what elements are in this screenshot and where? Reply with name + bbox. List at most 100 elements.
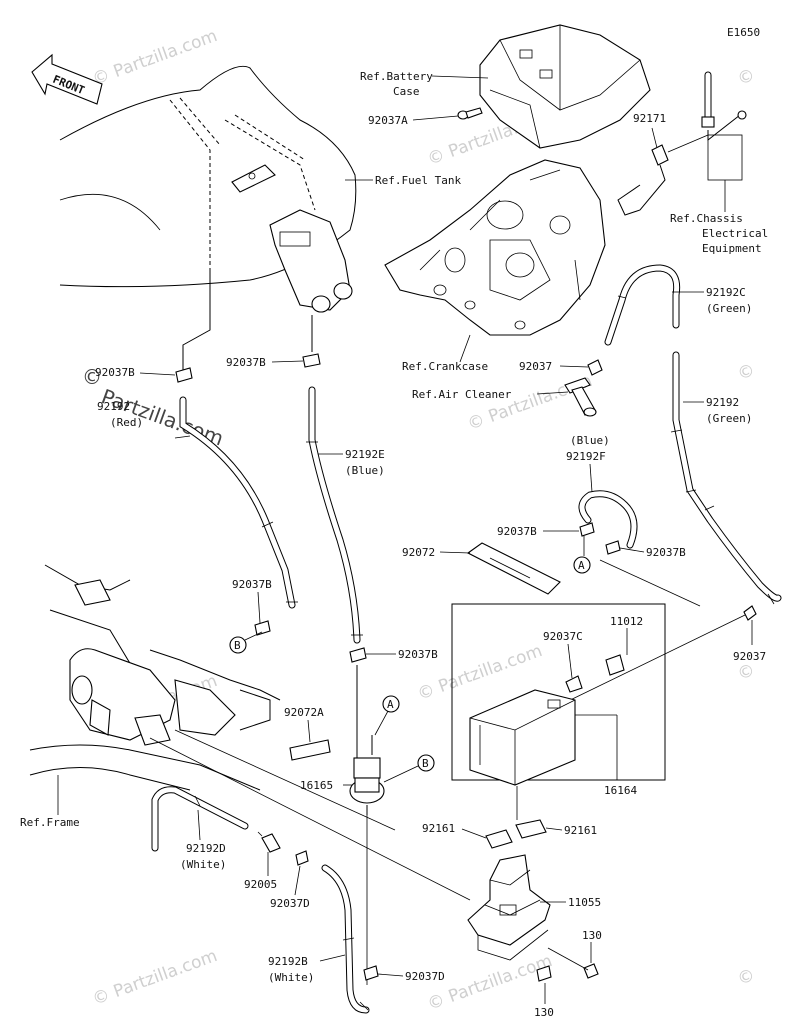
strap-92072 <box>466 542 561 595</box>
part-92192d-label: 92192D <box>186 842 226 855</box>
hose-92192c-green <box>604 264 681 346</box>
callout-b-circle-2 <box>417 754 435 772</box>
hose-92192f-blue <box>578 490 638 549</box>
hose-color-blue-label-f: (Blue) <box>570 434 610 447</box>
part-92037a-label: 92037A <box>368 114 408 127</box>
hose-92192b-white <box>321 864 370 1014</box>
clamp-92037b-center <box>349 647 367 663</box>
part-92037d-2-label: 92037D <box>405 970 445 983</box>
part-92037b-center-label: 92037B <box>398 648 438 661</box>
fitting-92005 <box>257 831 281 853</box>
part-92037b-f1-label: 92037B <box>497 525 537 538</box>
ref-frame-label: Ref.Frame <box>20 816 80 829</box>
callout-a-circle <box>573 556 591 574</box>
part-11012-label: 11012 <box>610 615 643 628</box>
part-92192f-label: 92192F <box>566 450 606 463</box>
watermark: © <box>735 65 758 90</box>
part-92072-label: 92072 <box>402 546 435 559</box>
part-92192-red-label: 92192 <box>97 400 130 413</box>
pad-92161-right <box>515 819 547 839</box>
clamp-92037c <box>565 675 583 693</box>
clamp-92037d-2 <box>363 965 379 981</box>
part-92037b-mid-label: 92037B <box>226 356 266 369</box>
watermark: © <box>735 660 758 685</box>
clamp-92037-right <box>743 605 757 621</box>
watermark: © Partzilla.com <box>90 26 220 90</box>
clamp-92037b-f1 <box>579 522 595 537</box>
watermark: © Partzilla.com <box>465 371 595 435</box>
part-11055-label: 11055 <box>568 896 601 909</box>
hose-color-green-label: (Green) <box>706 302 752 315</box>
clamp-92037d-1 <box>295 850 309 866</box>
hose-92192-red <box>174 270 298 609</box>
part-92171-label: 92171 <box>633 112 666 125</box>
ref-crankcase-label: Ref.Crankcase <box>402 360 488 373</box>
part-92161-right-label: 92161 <box>564 824 597 837</box>
bolt-130-bottom <box>536 965 552 982</box>
bracket-11055 <box>467 854 551 961</box>
strap-92072a <box>289 739 331 761</box>
part-92037b-left-label: 92037B <box>95 366 135 379</box>
hose-color-green-label-2: (Green) <box>706 412 752 425</box>
part-92037d-1-label: 92037D <box>270 897 310 910</box>
part-92037-right-label: 92037 <box>733 650 766 663</box>
part-92037-crank-label: 92037 <box>519 360 552 373</box>
hose-color-white-label-b: (White) <box>268 971 314 984</box>
part-16165-label: 16165 <box>300 779 333 792</box>
ref-chassis-label: Ref.Chassis <box>670 212 743 225</box>
canister-16164 <box>451 603 666 786</box>
ref-battery-case-label-2: Case <box>393 85 420 98</box>
hose-color-red-label: (Red) <box>110 416 143 429</box>
bracket-92171 <box>617 144 669 216</box>
watermark: © <box>735 360 758 385</box>
part-92192e-label: 92192E <box>345 448 385 461</box>
hose-color-blue-label: (Blue) <box>345 464 385 477</box>
callout-a-circle-2 <box>382 695 400 713</box>
part-92192b-label: 92192B <box>268 955 308 968</box>
part-92005-label: 92005 <box>244 878 277 891</box>
part-92037b-low-label: 92037B <box>232 578 272 591</box>
air-cleaner-fitting <box>564 377 597 417</box>
watermark: © Partzilla.com <box>90 946 220 1010</box>
callout-b-label: B <box>234 639 241 652</box>
pad-92161-left <box>485 829 513 849</box>
callout-b-circle <box>229 636 247 654</box>
frame <box>29 564 281 791</box>
copyright-mark: © <box>82 365 102 389</box>
part-92192c-label: 92192C <box>706 286 746 299</box>
bolt-92037a <box>457 107 483 120</box>
ref-air-cleaner-label: Ref.Air Cleaner <box>412 388 512 401</box>
cap-11012 <box>605 654 625 676</box>
hose-92192d-white <box>151 786 249 852</box>
ref-chassis-label-2: Electrical <box>702 227 768 240</box>
diagram-code: E1650 <box>727 26 760 39</box>
clamp-92037 <box>587 359 603 376</box>
clamp-92037b-f2 <box>605 540 621 555</box>
part-130-bottom-label: 130 <box>534 1006 554 1019</box>
hose-color-white-label: (White) <box>180 858 226 871</box>
crankcase <box>384 159 606 336</box>
part-92192-label: 92192 <box>706 396 739 409</box>
callout-b-label-2: B <box>422 757 429 770</box>
part-92161-left-label: 92161 <box>422 822 455 835</box>
part-92072a-label: 92072A <box>284 706 324 719</box>
ref-fuel-tank-label: Ref.Fuel Tank <box>375 174 461 187</box>
ref-chassis-label-3: Equipment <box>702 242 762 255</box>
callout-a-label: A <box>578 559 585 572</box>
clamp-92037b-mid <box>302 353 321 368</box>
battery-case <box>479 24 651 149</box>
part-16164-label: 16164 <box>604 784 637 797</box>
fuel-tank-outline <box>59 65 357 313</box>
clamp-92037b-low <box>254 620 271 636</box>
part-130-top-label: 130 <box>582 929 602 942</box>
part-92037c-label: 92037C <box>543 630 583 643</box>
front-arrow-icon: FRONT <box>31 53 103 105</box>
hose-92192-green <box>670 351 782 605</box>
watermark: © <box>735 965 758 990</box>
valve-16165 <box>349 665 385 815</box>
chassis-electrical-hose <box>701 71 747 181</box>
bolt-130-top <box>583 963 599 979</box>
hose-92192e-blue <box>306 315 363 644</box>
clamp-92037b-left <box>175 367 193 383</box>
